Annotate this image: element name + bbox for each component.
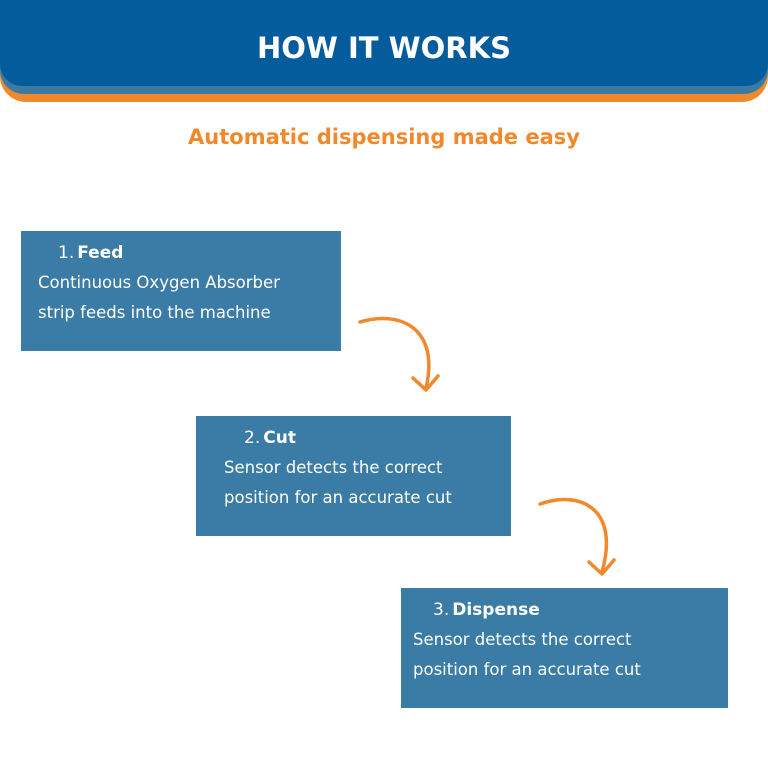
step-heading: 1.Feed — [38, 241, 331, 265]
step-title: Feed — [77, 243, 124, 263]
curved-arrow-icon — [538, 497, 616, 576]
step-description-line: Sensor detects the correct — [224, 458, 443, 477]
step-box-dispense: 3.Dispense Sensor detects the correct po… — [401, 588, 728, 708]
curved-arrow-icon — [358, 316, 440, 392]
step-number: 3. — [433, 600, 450, 620]
page-subtitle: Automatic dispensing made easy — [188, 125, 580, 149]
step-description: Sensor detects the correct position for … — [413, 625, 718, 685]
step-box-cut: 2.Cut Sensor detects the correct positio… — [196, 416, 511, 536]
step-description: Sensor detects the correct position for … — [224, 453, 501, 513]
step-title: Cut — [263, 428, 296, 448]
header-banner — [0, 0, 768, 86]
step-heading: 2.Cut — [224, 426, 501, 450]
step-description-line: Continuous Oxygen Absorber — [38, 273, 280, 292]
page-title: HOW IT WORKS — [256, 31, 511, 65]
step-heading: 3.Dispense — [413, 598, 718, 622]
step-description-line: Sensor detects the correct — [413, 630, 632, 649]
step-box-feed: 1.Feed Continuous Oxygen Absorber strip … — [21, 231, 341, 351]
step-description-line: position for an accurate cut — [413, 660, 641, 679]
step-description-line: strip feeds into the machine — [38, 303, 271, 322]
step-title: Dispense — [452, 600, 540, 620]
step-number: 1. — [58, 243, 75, 263]
step-description-line: position for an accurate cut — [224, 488, 452, 507]
step-description: Continuous Oxygen Absorber strip feeds i… — [38, 268, 331, 328]
step-number: 2. — [244, 428, 261, 448]
